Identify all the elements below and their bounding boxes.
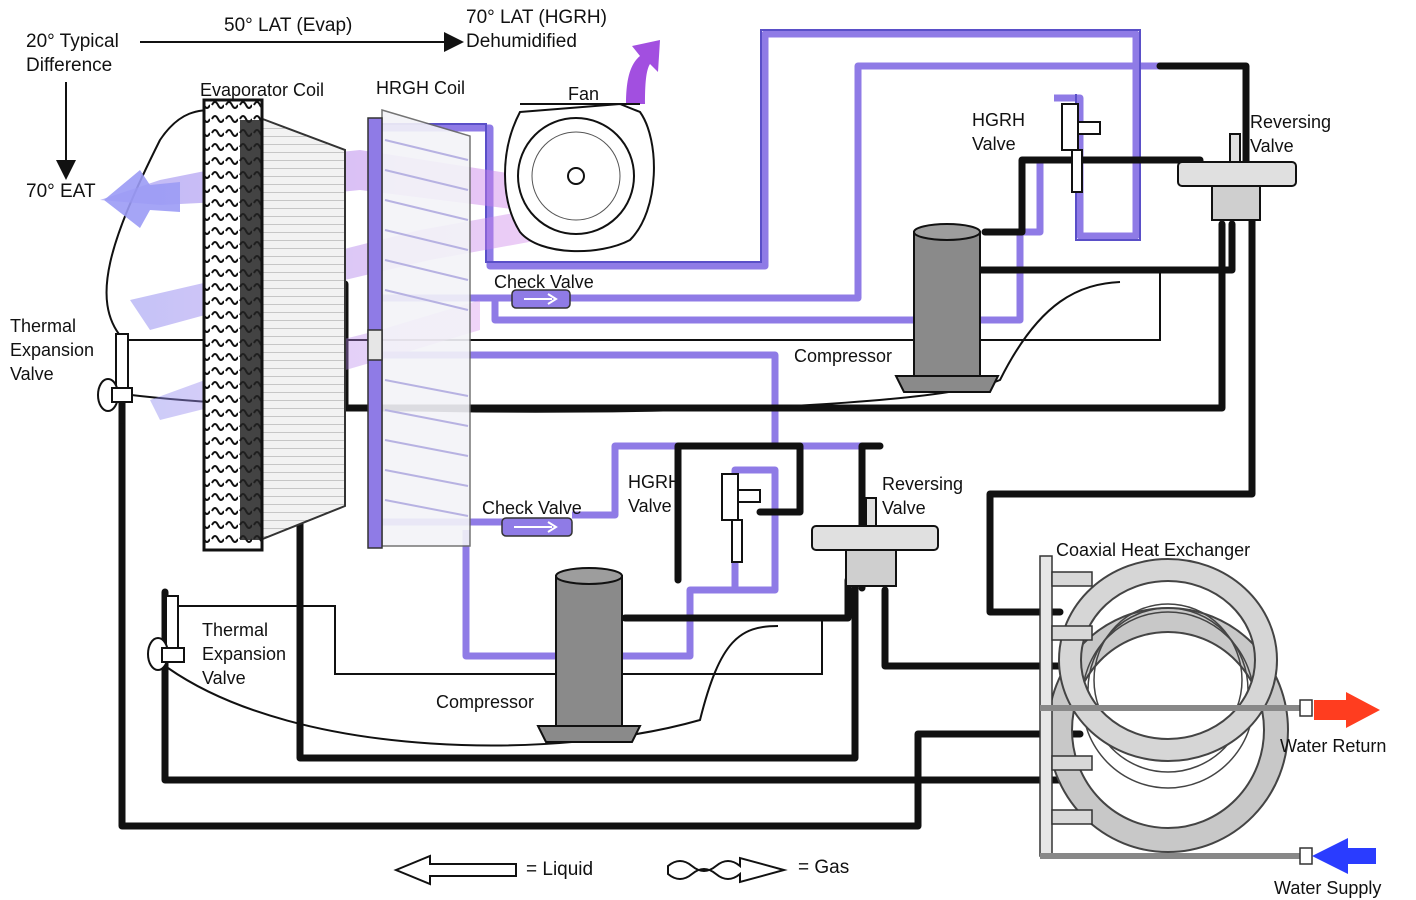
water-supply-arrow xyxy=(1312,838,1376,874)
fan xyxy=(505,104,654,251)
hgrh-valve-bottom-label: HGRH Valve xyxy=(628,470,681,518)
fan-label: Fan xyxy=(568,82,599,106)
legend-gas-label: = Gas xyxy=(798,856,849,880)
coaxial-heat-exchanger-body xyxy=(1040,556,1312,864)
reversing-valve-top-label: Reversing Valve xyxy=(1250,110,1331,158)
compressor-bottom-label: Compressor xyxy=(436,690,534,714)
evaporator-coil xyxy=(204,100,345,550)
lat-hgrh-label: 70° LAT (HGRH) Dehumidified xyxy=(466,6,607,54)
water-return-label: Water Return xyxy=(1280,734,1386,758)
thermal-expansion-valve-bottom-label: Thermal Expansion Valve xyxy=(202,618,286,690)
evaporator-coil-label: Evaporator Coil xyxy=(200,78,324,102)
water-return-arrow xyxy=(1314,692,1380,728)
check-valve-bottom-label: Check Valve xyxy=(482,496,582,520)
liquid-arrow-icon xyxy=(396,856,516,884)
hrgh-coil-label: HRGH Coil xyxy=(376,76,465,100)
coaxial-heat-exchanger-label: Coaxial Heat Exchanger xyxy=(1056,538,1250,562)
compressor-top-body xyxy=(896,224,998,392)
typical-difference-label: 20° Typical Difference xyxy=(26,30,119,78)
check-valve-top-label: Check Valve xyxy=(494,270,594,294)
water-flow-arrows xyxy=(1312,692,1380,874)
legend-liquid-label: = Liquid xyxy=(526,858,593,882)
gas-arrow-icon xyxy=(668,858,784,882)
thermal-expansion-valve-bottom-body xyxy=(148,596,184,670)
thermal-expansion-valve-top-body xyxy=(98,334,132,411)
thermal-expansion-valve-top-label: Thermal Expansion Valve xyxy=(10,314,94,386)
lat-evap-label: 50° LAT (Evap) xyxy=(224,14,352,38)
check-valve-bottom-body xyxy=(502,518,572,536)
hrgh-coil xyxy=(368,110,470,548)
hgrh-valve-top-label: HGRH Valve xyxy=(972,108,1025,156)
reversing-valve-bottom-label: Reversing Valve xyxy=(882,472,963,520)
compressor-top-label: Compressor xyxy=(794,344,892,368)
eat-label: 70° EAT xyxy=(26,180,96,204)
hgrh-valve-bottom-body xyxy=(722,474,760,562)
water-supply-label: Water Supply xyxy=(1274,876,1381,900)
